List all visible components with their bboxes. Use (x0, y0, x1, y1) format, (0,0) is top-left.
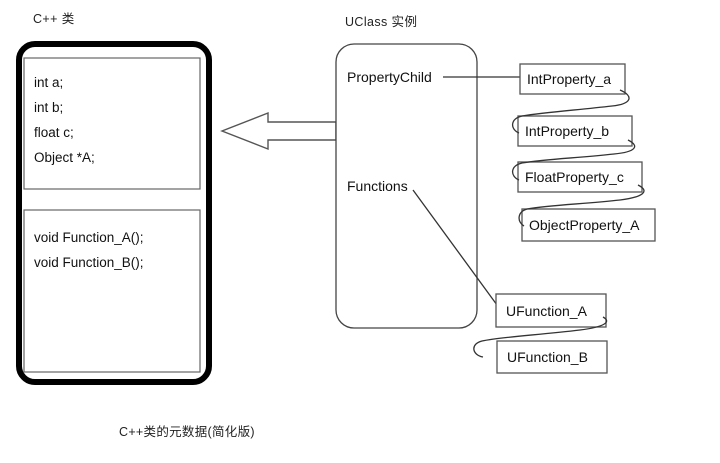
link-intproperty-a-to-b (511, 89, 630, 134)
uclass-slot-functions: Functions (347, 178, 408, 194)
cpp-field-line-2: int b; (34, 100, 64, 115)
uclass-heading: UClass 实例 (345, 15, 418, 29)
function-box-ufunction-b (496, 340, 608, 374)
link-intproperty-b-to-floatproperty-c (511, 139, 636, 181)
property-box-intproperty-a (519, 63, 626, 95)
left-pointing-arrow (220, 111, 337, 151)
cpp-field-line-1: int a; (34, 75, 64, 90)
cpp-class-heading: C++ 类 (33, 12, 75, 26)
cpp-field-line-3: float c; (34, 125, 74, 140)
cpp-method-line-2: void Function_B(); (34, 255, 144, 270)
cpp-methods-box (23, 209, 201, 373)
function-box-ufunction-a (495, 293, 607, 328)
property-box-intproperty-b (517, 115, 633, 147)
diagram-caption: C++类的元数据(简化版) (119, 425, 255, 439)
cpp-fields-box (23, 57, 201, 190)
uclass-slot-propertychild: PropertyChild (347, 69, 432, 85)
property-box-floatproperty-c (517, 161, 643, 193)
function-label-ufunction-a: UFunction_A (506, 303, 587, 319)
property-label-intproperty-b: IntProperty_b (525, 123, 610, 139)
link-floatproperty-c-to-objectproperty-a (518, 184, 645, 227)
cpp-field-line-4: Object *A; (34, 150, 95, 165)
property-box-objectproperty-a (521, 208, 656, 242)
connector-functions-to-ufunction-a (412, 189, 498, 306)
cpp-method-line-1: void Function_A(); (34, 230, 144, 245)
property-label-objectproperty-a: ObjectProperty_A (529, 217, 640, 233)
function-label-ufunction-b: UFunction_B (507, 349, 588, 365)
link-ufunction-a-to-b (473, 316, 608, 358)
uclass-frame (335, 43, 478, 329)
property-label-floatproperty-c: FloatProperty_c (525, 169, 624, 185)
property-label-intproperty-a: IntProperty_a (527, 71, 612, 87)
